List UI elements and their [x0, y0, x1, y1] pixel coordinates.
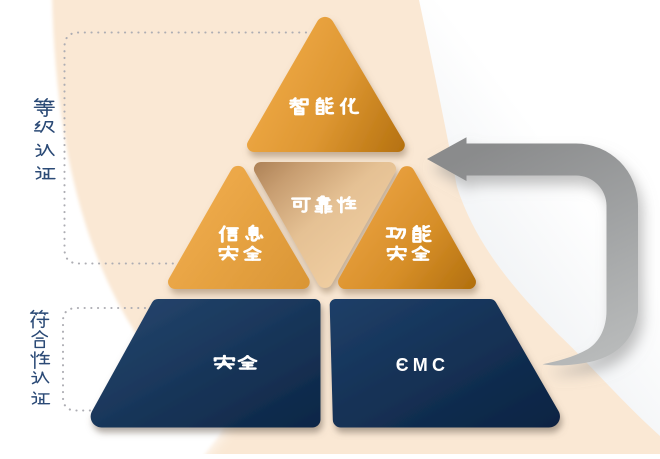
svg-text:ЄMC: ЄMC — [396, 355, 449, 375]
